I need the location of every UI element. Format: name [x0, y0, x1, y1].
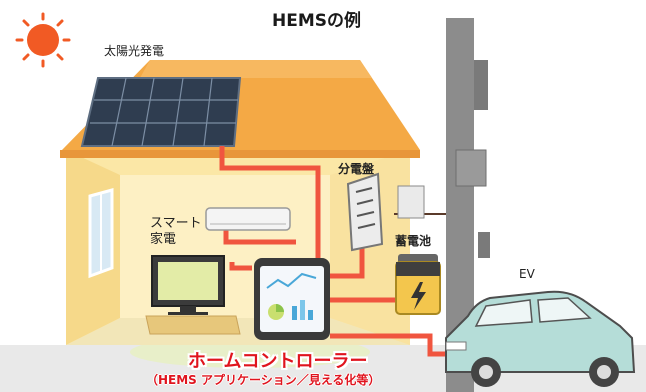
smart-appliance-label: スマート 家電: [150, 216, 202, 248]
smart-label-line2: 家電: [150, 232, 177, 247]
distribution-panel-label: 分電盤: [338, 162, 375, 176]
home-controller-tablet-icon: [254, 258, 330, 340]
ev-label: EV: [519, 267, 535, 281]
home-controller-label: ホームコントローラー: [188, 351, 368, 372]
tv-stand: [145, 315, 241, 335]
pole-transformer: [455, 149, 487, 187]
solar-panel-icon: [80, 77, 242, 147]
meter-box: [397, 185, 425, 219]
air-conditioner-icon: [205, 207, 291, 231]
ev-car-icon: [445, 290, 636, 387]
battery-label: 蓄電池: [395, 234, 432, 248]
smart-label-line1: スマート: [150, 216, 202, 231]
pole-box-top: [474, 60, 488, 110]
battery-icon: [395, 254, 441, 315]
distribution-panel-icon: [346, 172, 384, 252]
pole-box-bottom: [478, 232, 490, 258]
sun-icon: [15, 12, 71, 68]
tv-icon: [151, 255, 225, 315]
window-icon: [88, 188, 114, 279]
solar-label: 太陽光発電: [104, 44, 165, 58]
diagram-title: HEMSの例: [272, 11, 362, 31]
home-controller-sub-label: （HEMS アプリケーション／見える化等）: [146, 373, 381, 387]
